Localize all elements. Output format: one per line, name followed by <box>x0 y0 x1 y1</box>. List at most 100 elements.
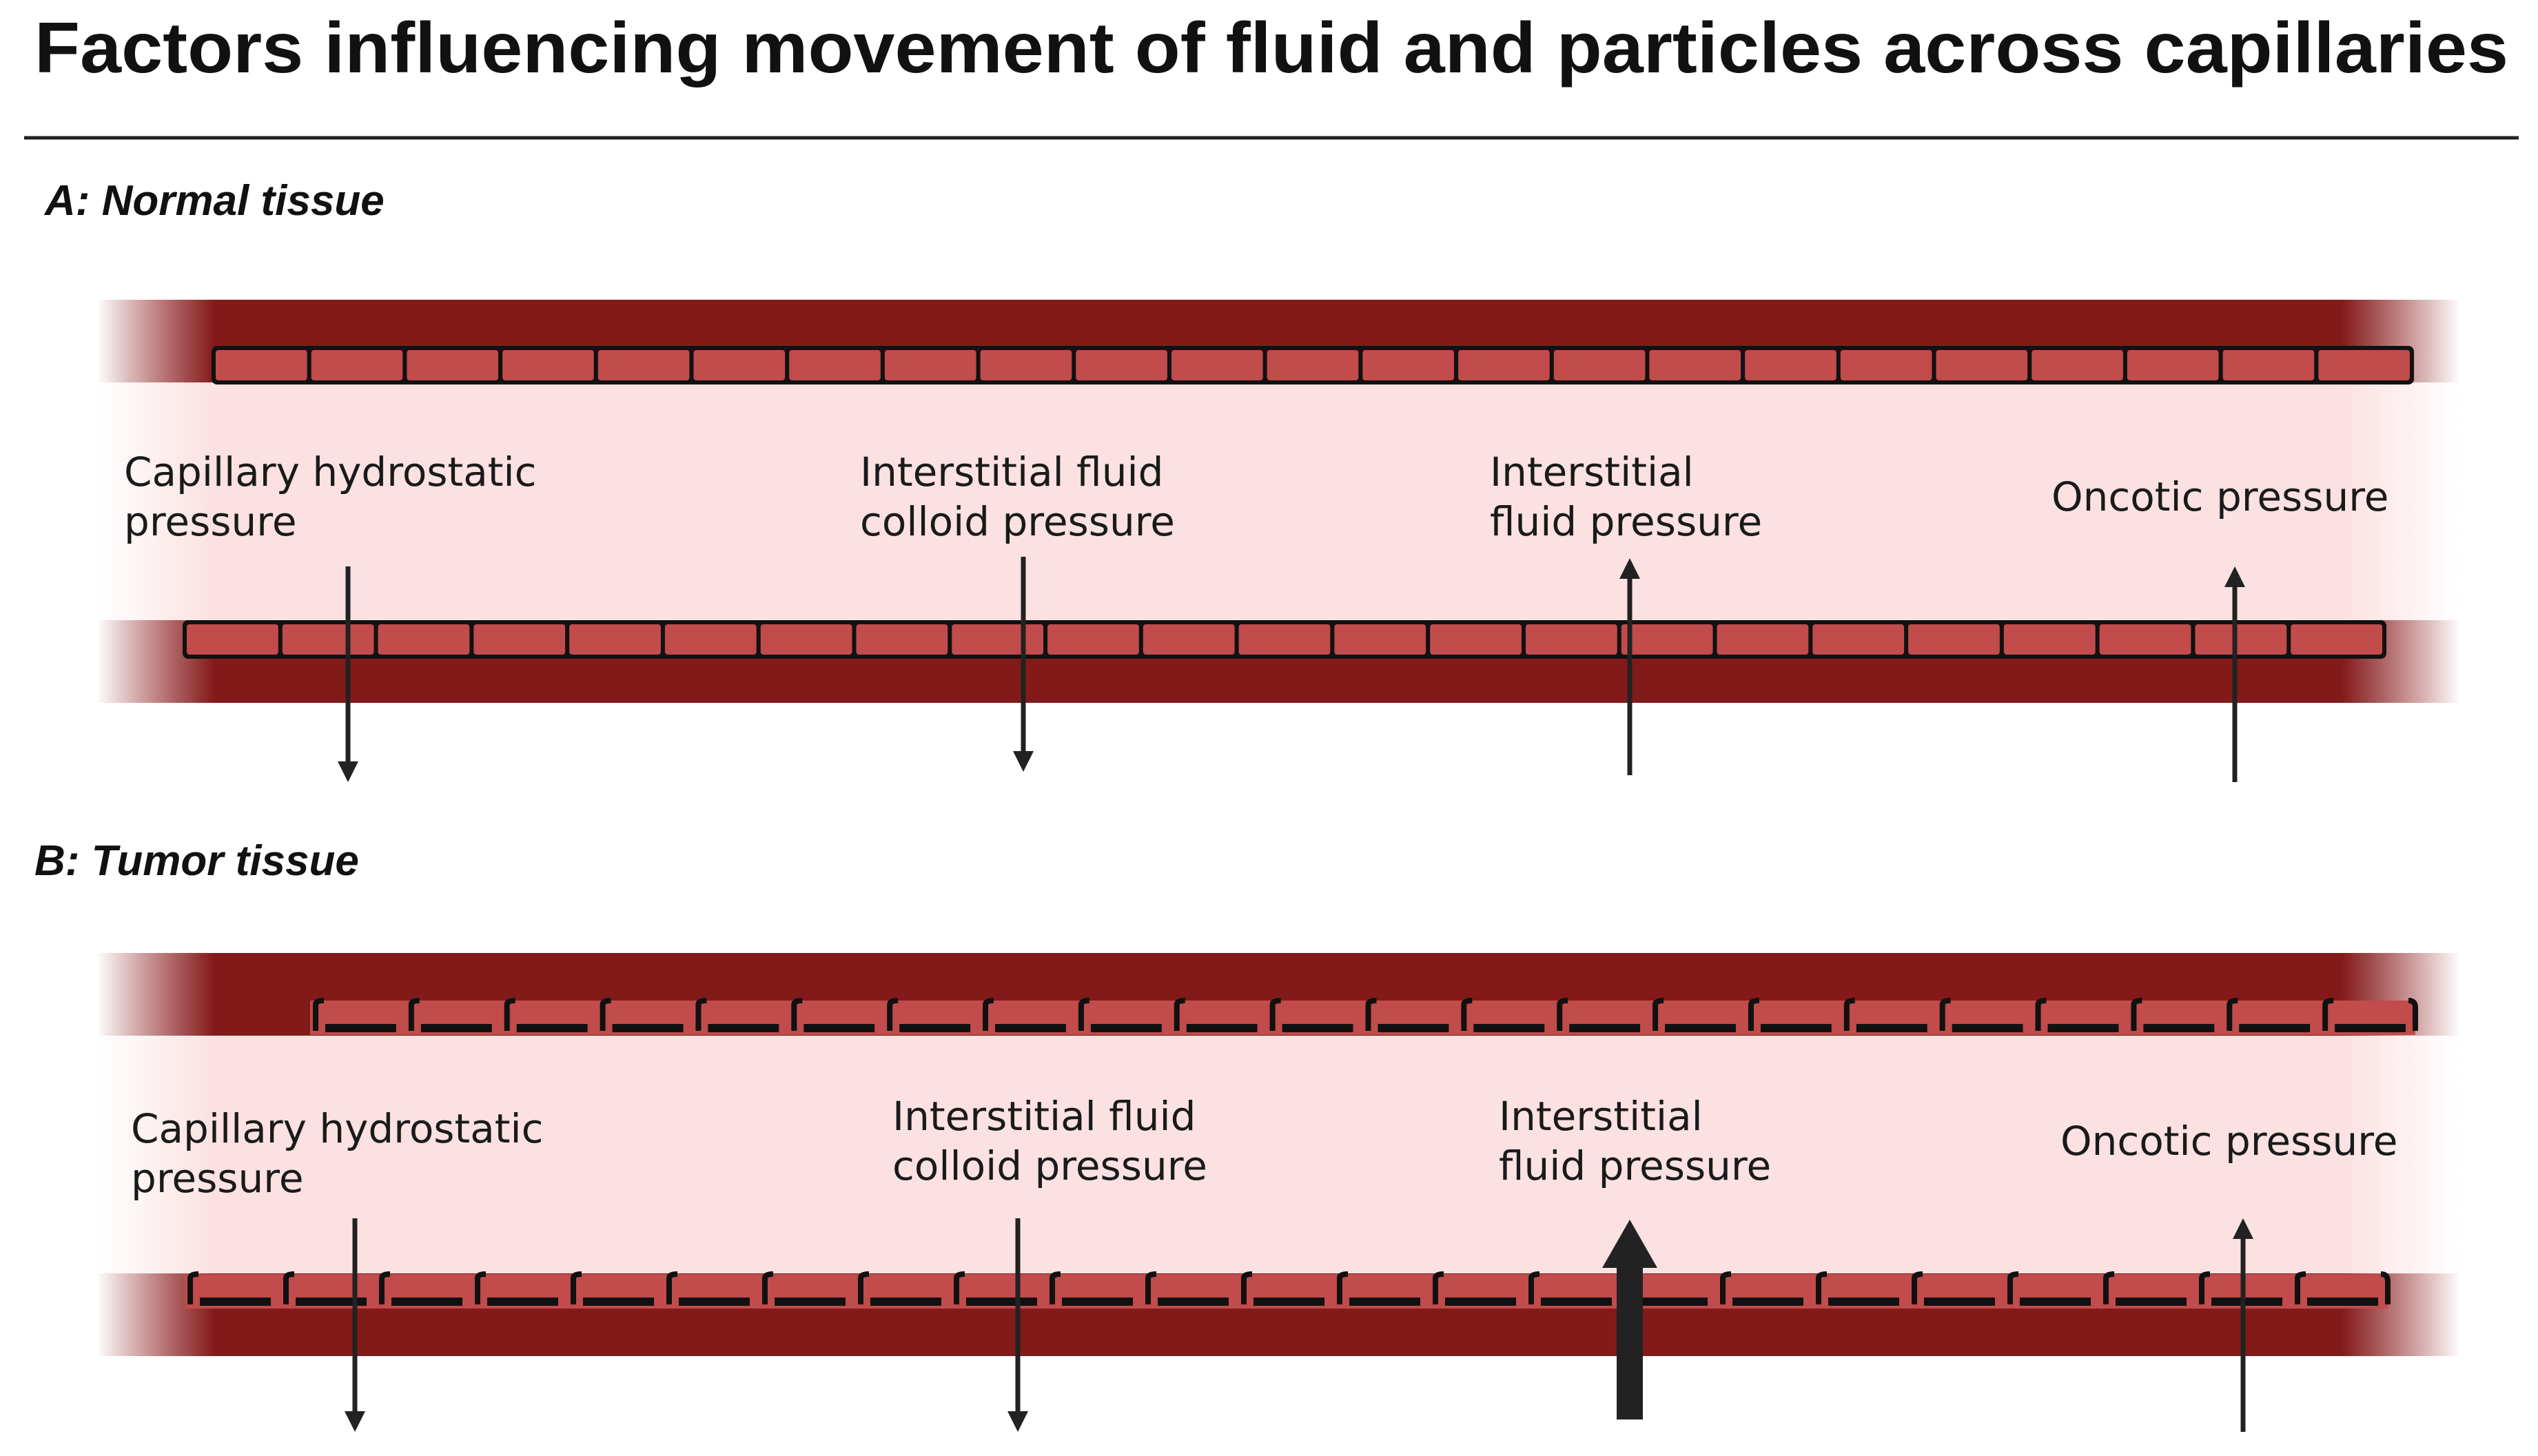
endothelial-cell <box>311 350 403 380</box>
arrow-head <box>2233 1218 2253 1239</box>
endothelium-end <box>2380 1271 2391 1304</box>
endothelial-cell-edge <box>504 998 515 1031</box>
endothelial-cell-gap <box>775 1298 846 1306</box>
arrow-head <box>1619 558 1640 579</box>
endothelial-cell-gap <box>1253 1298 1324 1306</box>
endothelial-cell-edge <box>791 998 803 1031</box>
endothelial-cell-gap <box>391 1298 462 1306</box>
endothelial-cell <box>980 350 1072 380</box>
endothelial-cell-edge <box>2295 1271 2306 1304</box>
endothelial-cell <box>569 624 661 655</box>
arrow-head <box>345 1411 365 1432</box>
arrow-down-icon <box>338 566 358 782</box>
endothelial-cell-edge <box>408 998 420 1031</box>
endothelial-cell <box>2195 624 2287 655</box>
endothelial-cell-edge <box>1174 998 1185 1031</box>
endothelial-cell-gap <box>1158 1298 1229 1306</box>
endothelial-cell <box>789 350 881 380</box>
endothelial-cell <box>2222 350 2315 380</box>
force-label-line2: fluid pressure <box>1499 1142 1771 1189</box>
endothelial-cell <box>2003 624 2096 655</box>
panel-tumor-tissue: Capillary hydrostaticpressureInterstitia… <box>96 953 2460 1432</box>
endothelial-cell-gap <box>1062 1298 1133 1306</box>
endothelial-cell <box>473 624 566 655</box>
endothelial-cell <box>2318 350 2410 380</box>
endothelial-cell <box>1047 624 1139 655</box>
endothelial-cell-edge <box>283 1271 295 1304</box>
force-label-line1: Interstitial fluid <box>860 449 1163 495</box>
endothelial-cell-edge <box>983 998 994 1031</box>
arrow-down-icon <box>1013 557 1034 772</box>
endothelial-cell-gap <box>804 1024 875 1032</box>
endothelial-cell-gap <box>2239 1024 2311 1032</box>
endothelial-cell <box>282 624 374 655</box>
endothelial-cell <box>1525 624 1617 655</box>
endothelial-cell-edge <box>2035 998 2047 1031</box>
endothelial-cell-edge <box>475 1271 487 1304</box>
endothelial-cell-edge <box>2103 1271 2115 1304</box>
endothelial-cell-gap <box>966 1298 1037 1306</box>
endothelium-top <box>212 346 2414 384</box>
arrow-down-icon <box>1007 1218 1028 1432</box>
endothelial-cell-gap <box>325 1024 396 1032</box>
endothelial-cell-gap <box>200 1298 271 1306</box>
arrow-up-icon <box>1619 558 1640 775</box>
endothelial-cell <box>2032 350 2123 380</box>
force-label-line1: Capillary hydrostatic <box>131 1105 544 1152</box>
endothelial-cell-gap <box>1828 1298 1899 1306</box>
diagram-title: Factors influencing movement of fluid an… <box>34 8 2508 88</box>
endothelial-cell-edge <box>1269 998 1281 1031</box>
force-label-line2: colloid pressure <box>860 498 1175 545</box>
endothelial-cell-edge <box>1939 998 1951 1031</box>
endothelial-cell-gap <box>2307 1298 2378 1306</box>
endothelial-cell-gap <box>296 1298 367 1306</box>
endothelial-cell <box>884 350 976 380</box>
endothelial-cell-edge <box>1816 1271 1828 1304</box>
endothelial-cell-edge <box>2227 998 2238 1031</box>
endothelial-cell <box>2099 624 2191 655</box>
endothelial-cell-gap <box>1732 1298 1803 1306</box>
endothelial-cell-gap <box>2020 1298 2091 1306</box>
endothelial-cell <box>1649 350 1741 380</box>
endothelial-cell-edge <box>1145 1271 1157 1304</box>
endothelial-cell <box>1553 350 1646 380</box>
force-label-line1: Capillary hydrostatic <box>124 449 537 495</box>
endothelial-cell-edge <box>600 998 611 1031</box>
endothelium-end <box>2408 998 2418 1031</box>
endothelial-cell-edge <box>1433 1271 1444 1304</box>
endothelial-cell <box>1812 624 1905 655</box>
endothelial-cell-edge <box>954 1271 965 1304</box>
endothelial-cell <box>664 624 757 655</box>
arrow-head <box>338 761 358 782</box>
arrow-shaft <box>1617 1264 1643 1419</box>
endothelial-cell-gap <box>2143 1024 2215 1032</box>
endothelial-cell-gap <box>1952 1024 2023 1032</box>
arrow-up-icon <box>2233 1218 2253 1432</box>
endothelial-cell-edge <box>1912 1271 1923 1304</box>
endothelial-cell-gap <box>1186 1024 1258 1032</box>
panel-b-heading: B: Tumor tissue <box>34 837 359 885</box>
endothelial-cell-edge <box>1843 998 1855 1031</box>
force-label-line2: pressure <box>124 498 297 545</box>
endothelial-cell <box>216 350 307 380</box>
endothelial-cell-edge <box>666 1271 678 1304</box>
force-label-line2: colloid pressure <box>892 1142 1207 1189</box>
endothelial-cell <box>952 624 1044 655</box>
endothelial-cell <box>2127 350 2219 380</box>
endothelial-cell-gap <box>708 1024 779 1032</box>
endothelial-cell-gap <box>899 1024 971 1032</box>
endothelial-cell <box>378 624 470 655</box>
endothelium-bottom <box>185 1271 2391 1309</box>
endothelial-cell-edge <box>1050 1271 1061 1304</box>
endothelial-cell-edge <box>887 998 899 1031</box>
endothelial-cell-gap <box>1637 1298 1708 1306</box>
endothelial-cell-edge <box>379 1271 391 1304</box>
endothelial-cell-edge <box>1528 1271 1540 1304</box>
endothelial-cell-edge <box>1748 998 1760 1031</box>
endothelial-cell-gap <box>1760 1024 1832 1032</box>
endothelial-cell-edge <box>2007 1271 2019 1304</box>
endothelial-cell <box>1238 624 1331 655</box>
panel-a-heading: A: Normal tissue <box>43 177 385 225</box>
